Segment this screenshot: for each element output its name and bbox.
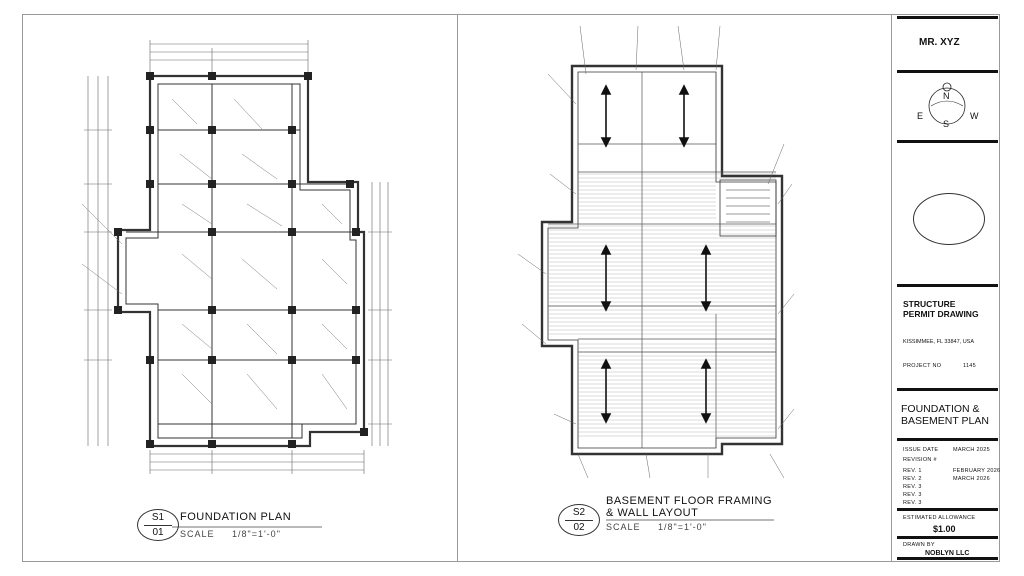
scale-value-2: 1/8"=1'-0" [658,522,707,532]
sheet-number-tag-2: S2 02 [558,504,600,536]
drawn-by-section: DRAWN BY NOBLYN LLC [897,536,998,560]
allowance-section: ESTIMATED ALLOWANCE $1.00 [897,508,998,536]
sheet-number-tag: S1 01 [137,509,179,541]
project-no-label: PROJECT NO [903,363,942,369]
basement-framing-drawing [517,25,795,521]
issue-date: MARCH 2025 [953,447,990,453]
sheet-number-2: S2 [565,506,593,521]
sheet-title-line2: BASEMENT PLAN [901,415,989,427]
project-title-line1: STRUCTURE [903,299,956,309]
revision-section: ISSUE DATE MARCH 2025 REVISION # REV. 1 … [897,438,1001,506]
project-title-line2: PERMIT DRAWING [903,309,979,319]
stamp-section [897,140,998,248]
compass-west: W [970,111,979,121]
client-section: MR. XYZ [897,16,998,68]
compass-section: N S E W [897,70,998,138]
rev-5: REV. 3 [903,500,922,506]
title-block: MR. XYZ N S E W STRUCTURE PERMIT DRAWING… [895,14,1000,562]
scale-label: SCALE [180,529,215,539]
foundation-plan-drawing [81,40,392,528]
project-no: 1145 [963,363,977,369]
foundation-plan-panel: S1 01 FOUNDATION PLAN SCALE 1/8"=1'-0" [22,14,458,562]
sheet-number: S1 [144,511,172,526]
compass-south: S [943,119,950,129]
basement-framing-panel: S2 02 BASEMENT FLOOR FRAMING & WALL LAYO… [458,14,892,562]
drawing-title-line1: BASEMENT FLOOR FRAMING [606,495,773,507]
allowance-amount: $1.00 [933,524,956,534]
rev-3: REV. 3 [903,484,922,490]
project-section: STRUCTURE PERMIT DRAWING KISSIMMEE, FL 3… [897,284,998,374]
rev-4: REV. 3 [903,492,922,498]
rev-2-date: MARCH 2026 [953,476,990,482]
drawing-sheet-border [22,14,1000,562]
rev-1-date: FEBRUARY 2026 [953,468,1001,474]
drawing-title: FOUNDATION PLAN [180,511,292,523]
compass-icon [928,82,966,125]
project-address: KISSIMMEE, FL 33847, USA [903,339,975,345]
drawing-title-line2: & WALL LAYOUT [606,507,699,519]
allowance-label: ESTIMATED ALLOWANCE [903,515,976,521]
compass-east: E [917,111,924,121]
seal-circle [913,193,985,245]
scale-value: 1/8"=1'-0" [232,529,281,539]
rev-2: REV. 2 [903,476,922,482]
issue-label: ISSUE DATE [903,447,939,453]
scale-label-2: SCALE [606,522,641,532]
drawing-title-section: FOUNDATION & BASEMENT PLAN [897,388,998,434]
drawn-by-label: DRAWN BY [903,542,935,548]
revision-label: REVISION # [903,457,937,463]
sheet-index: 01 [152,527,164,538]
client-name: MR. XYZ [919,37,960,48]
compass-north: N [943,91,950,101]
rev-1: REV. 1 [903,468,922,474]
sheet-index-2: 02 [573,522,585,533]
sheet-title-line1: FOUNDATION & [901,403,980,415]
drawn-by-name: NOBLYN LLC [925,550,970,557]
